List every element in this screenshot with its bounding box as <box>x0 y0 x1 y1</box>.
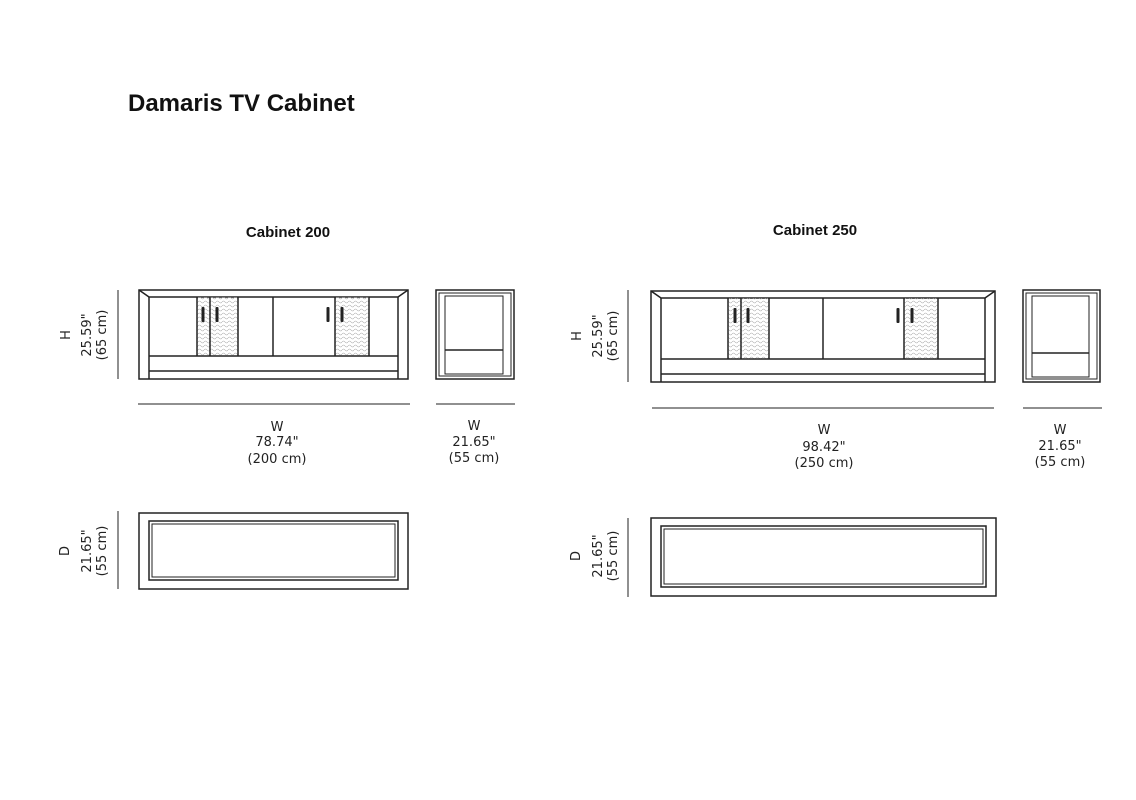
cabinet-250: Cabinet 250 H 25.59" (65 cm) W 98.42" (2… <box>569 222 1102 597</box>
side-width-inches: 21.65" <box>452 435 495 450</box>
side-inner <box>444 295 504 375</box>
depth-inches: 21.65" <box>80 529 95 572</box>
door-handle <box>910 308 914 323</box>
side-outline <box>435 289 515 380</box>
side-outline <box>1022 289 1101 383</box>
cabinet-200: Cabinet 200 H 25.59" (65 cm) W 78.74" (2… <box>58 224 515 590</box>
door-handle <box>340 307 344 322</box>
top-outline <box>650 517 997 597</box>
top-outline <box>138 512 409 590</box>
top-inner-bevel <box>151 523 396 578</box>
side-frame <box>1025 292 1098 380</box>
front-elevation <box>650 290 996 383</box>
top-inner <box>660 525 987 588</box>
side-elevation <box>1022 289 1101 383</box>
wavy-panel <box>728 298 769 359</box>
top-inner <box>148 520 399 581</box>
depth-inches: 21.65" <box>591 534 606 577</box>
depth-label: D <box>58 546 73 556</box>
wavy-panel <box>904 298 938 359</box>
door-handle <box>215 307 219 322</box>
height-label: H <box>570 331 585 341</box>
height-label: H <box>59 330 74 340</box>
side-width-inches: 21.65" <box>1038 439 1081 454</box>
depth-cm: (55 cm) <box>606 531 621 582</box>
door-handle <box>201 307 205 322</box>
depth-cm: (55 cm) <box>95 526 110 577</box>
door-handle <box>896 308 900 323</box>
top-view <box>138 512 409 590</box>
height-cm: (65 cm) <box>95 310 110 361</box>
width-inches: 98.42" <box>802 440 845 455</box>
door-handle <box>733 308 737 323</box>
cabinet-outline <box>650 290 996 383</box>
width-cm: (200 cm) <box>248 452 307 467</box>
top-bevel <box>650 290 996 299</box>
cabinet-outline <box>138 289 409 380</box>
wavy-panel <box>197 297 238 356</box>
cabinet-title: Cabinet 250 <box>773 222 857 239</box>
cabinet-title: Cabinet 200 <box>246 224 330 241</box>
height-inches: 25.59" <box>591 314 606 357</box>
height-inches: 25.59" <box>80 313 95 356</box>
side-width-cm: (55 cm) <box>1035 455 1086 470</box>
width-cm: (250 cm) <box>795 456 854 471</box>
top-inner-bevel <box>663 528 984 585</box>
top-view <box>650 517 997 597</box>
side-width-label: W <box>1054 423 1067 438</box>
top-bevel <box>138 289 409 298</box>
height-cm: (65 cm) <box>606 311 621 362</box>
side-frame <box>438 292 512 377</box>
depth-label: D <box>569 551 584 561</box>
page-title: Damaris TV Cabinet <box>128 90 355 117</box>
door-handle <box>326 307 330 322</box>
width-label: W <box>271 420 284 435</box>
front-elevation <box>138 289 409 380</box>
side-width-label: W <box>468 419 481 434</box>
side-width-cm: (55 cm) <box>449 451 500 466</box>
width-inches: 78.74" <box>255 435 298 450</box>
side-inner <box>1031 295 1090 378</box>
width-label: W <box>818 423 831 438</box>
door-handle <box>746 308 750 323</box>
side-elevation <box>435 289 515 380</box>
wavy-panel <box>335 297 369 356</box>
